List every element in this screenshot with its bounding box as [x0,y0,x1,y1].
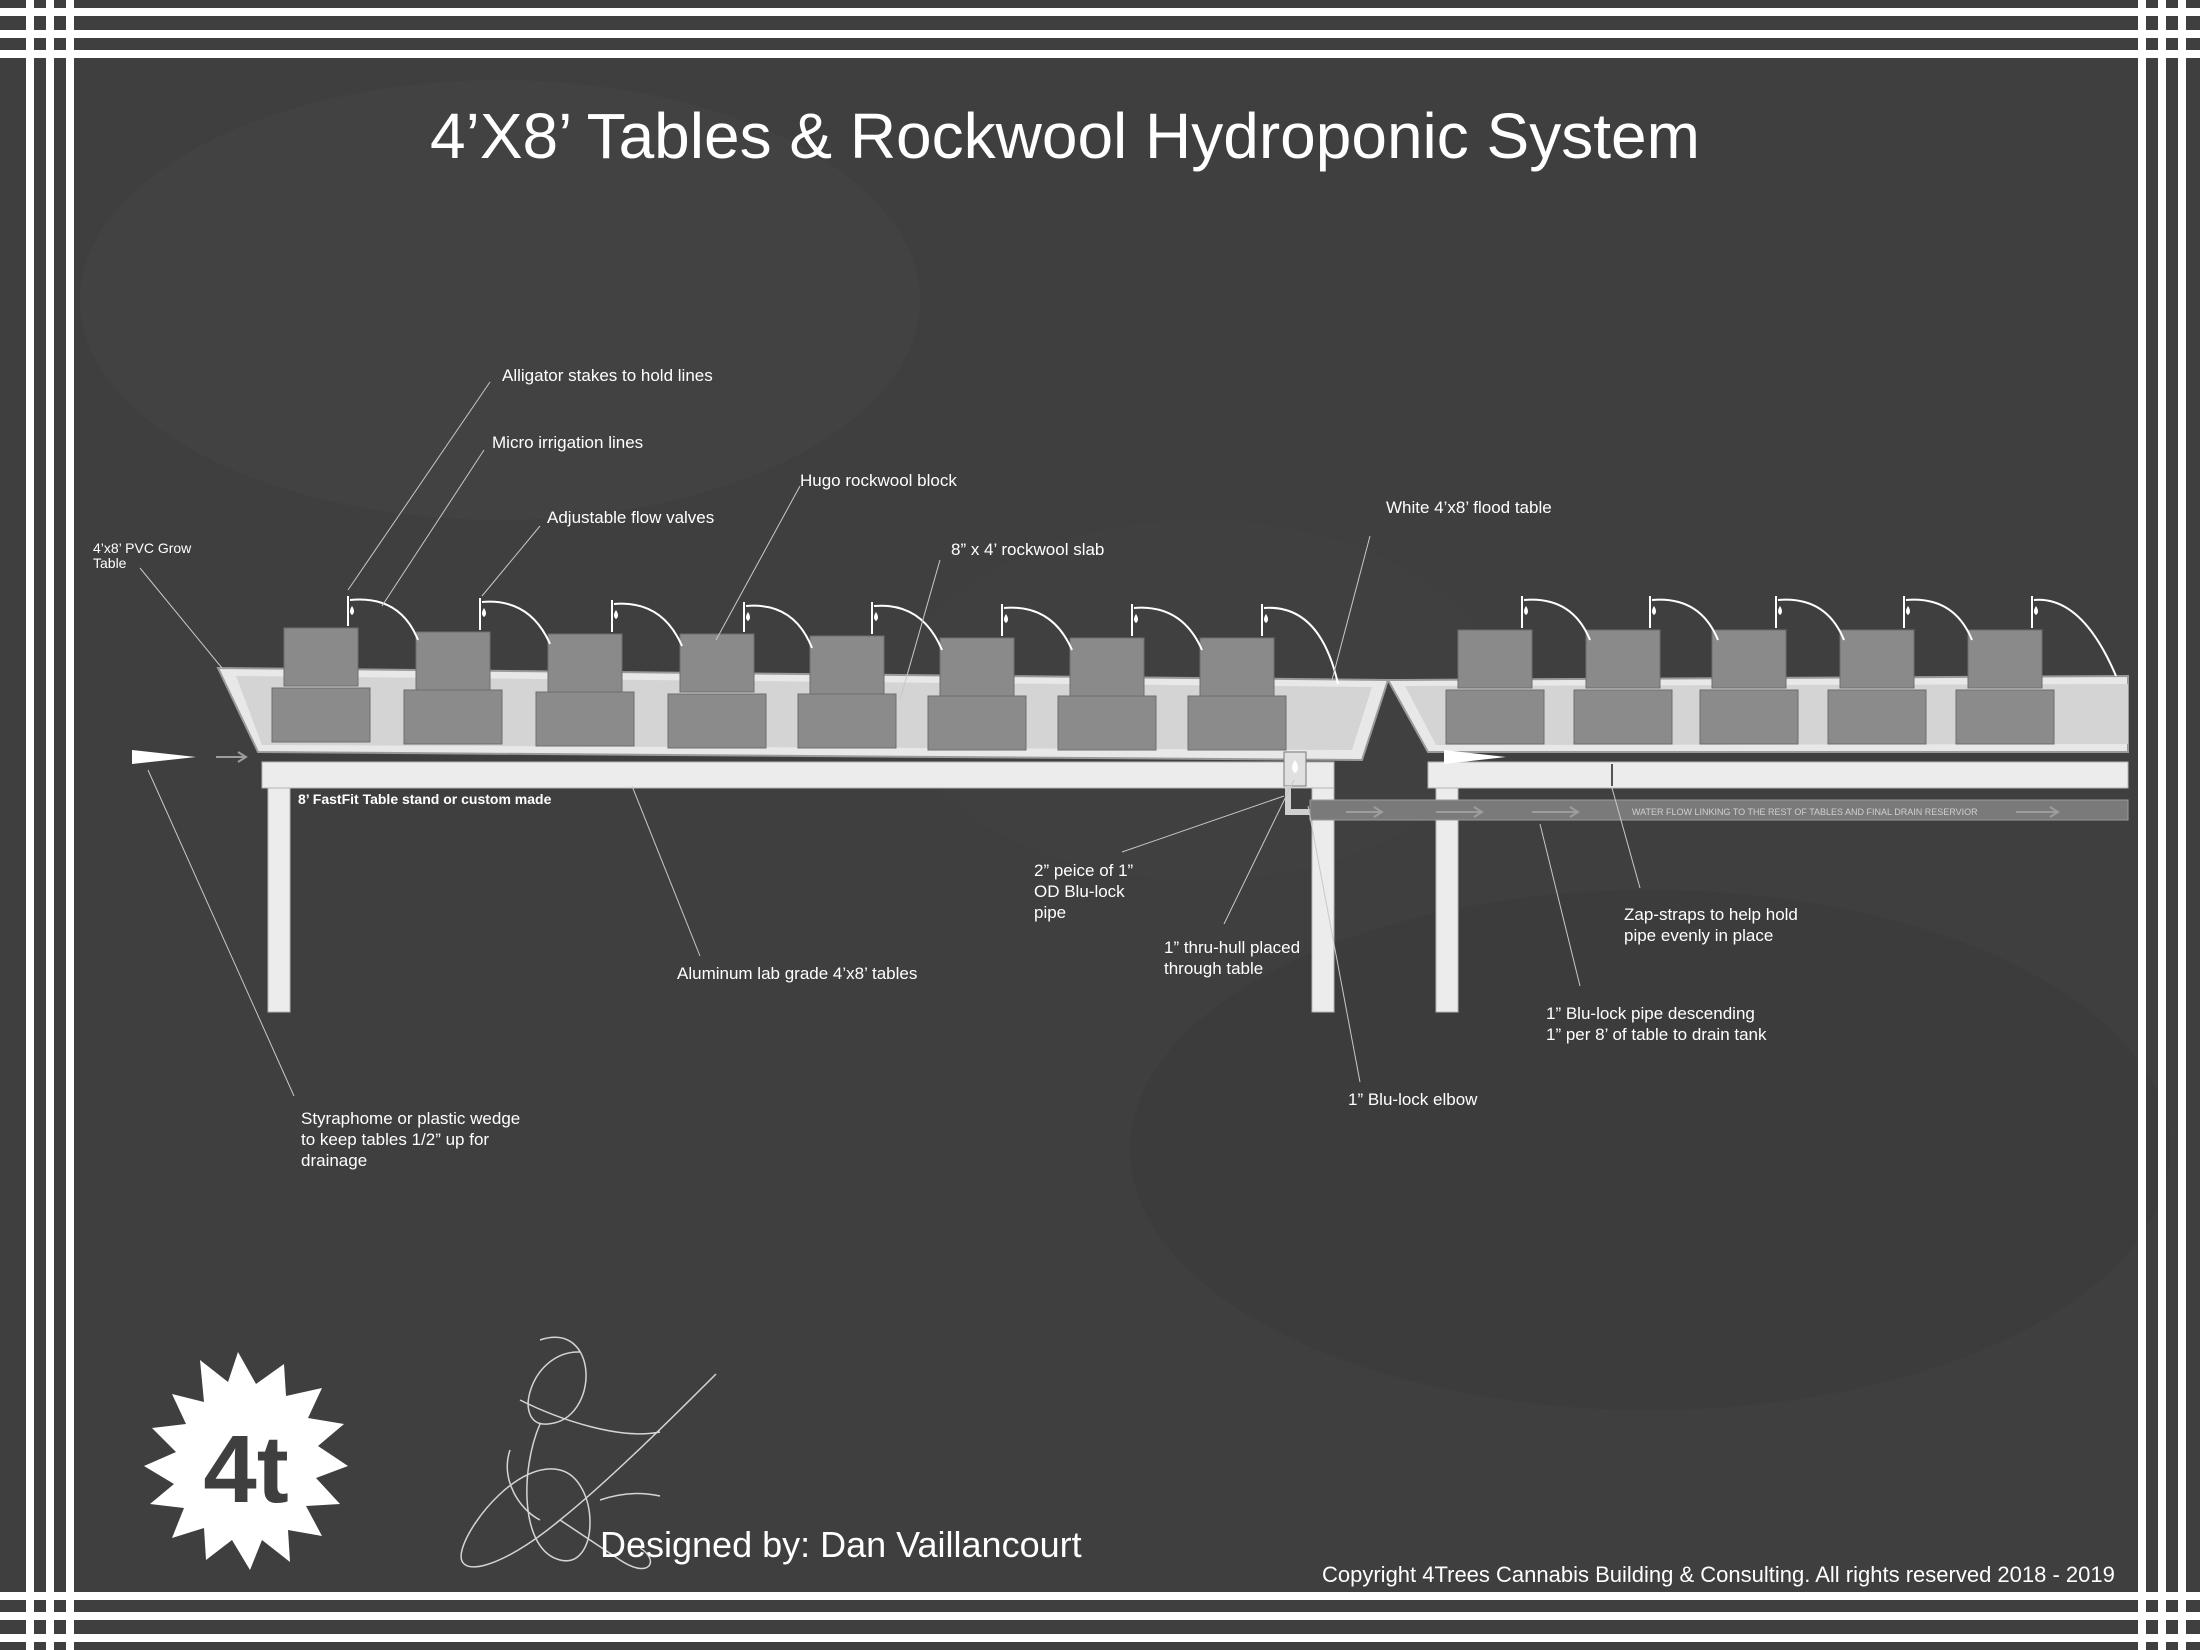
rockwool-slab [1573,689,1673,745]
label-thru-hull: 1” thru-hull placed [1164,938,1300,957]
label-hugo-block: Hugo rockwool block [800,471,957,490]
label-pipe-piece: pipe [1034,903,1066,922]
drip-emitter [1261,604,1339,685]
label-zap-straps: pipe evenly in place [1624,926,1773,945]
rockwool-slab [271,687,371,743]
wedge-arrow-icon [216,751,248,763]
table-leg [1435,787,1459,1013]
label-flow-valves: Adjustable flow valves [547,508,714,527]
label-pipe-piece: 2” peice of 1” [1034,861,1134,880]
label-pvc-table: 4’x8’ PVC Grow [93,540,192,556]
rockwool-block [1457,629,1533,689]
drip-emitter [871,602,943,651]
rockwool-block [809,635,885,695]
label-aluminum-tables: Aluminum lab grade 4’x8’ tables [677,964,917,983]
label-pipe-descending: 1” per 8’ of table to drain tank [1546,1025,1767,1044]
leader-lines [139,381,1641,1097]
drip-emitter [1131,604,1203,651]
table-stand-top [261,761,1335,789]
logo-text: 4t [203,1416,288,1523]
drip-emitter [611,600,683,647]
smudge [1130,890,2170,1410]
designer-credit: Designed by: Dan Vaillancourt [600,1524,1082,1565]
leaf-burst-icon [144,1352,348,1570]
rockwool-block [939,637,1015,697]
label-zap-straps: Zap-straps to help hold [1624,905,1798,924]
drip-emitter [1649,596,1719,641]
rockwool-slab [403,689,503,745]
rockwool-slab [1187,695,1287,751]
water-drop-icon [1292,760,1298,773]
label-flood-table: White 4’x8’ flood table [1386,498,1552,517]
drip-emitter [479,598,551,645]
elbow-fitting [1285,786,1314,815]
rockwool-block [1967,629,2043,689]
label-pvc-table: Table [93,555,127,571]
left-table [216,596,1390,1013]
rockwool-block [679,633,755,693]
drip-emitter [1521,596,1591,641]
label-table-stand: 8’ FastFit Table stand or custom made [298,791,552,807]
rockwool-slab [927,695,1027,751]
label-alligator-stakes: Alligator stakes to hold lines [502,366,713,385]
logo: 4t [144,1352,348,1570]
wedge [1444,750,1506,764]
rockwool-slab [1955,689,2055,745]
rockwool-slab [535,691,635,747]
label-pipe-descending: 1” Blu-lock pipe descending [1546,1004,1755,1023]
drip-emitter [1775,596,1845,641]
flow-arrows [1346,806,2060,818]
label-wedge: drainage [301,1151,367,1170]
label-wedge: Styraphome or plastic wedge [301,1109,520,1128]
rockwool-slab [1057,695,1157,751]
drip-emitter [2031,596,2117,677]
label-elbow: 1” Blu-lock elbow [1348,1090,1478,1109]
rockwool-block [415,631,491,691]
rockwool-block [283,627,359,687]
rockwool-block [1839,629,1915,689]
label-pipe-piece: OD Blu-lock [1034,882,1125,901]
rockwool-block [1585,629,1661,689]
rockwool-slab [1827,689,1927,745]
smudge [80,80,920,520]
drip-emitter [1001,604,1073,651]
rockwool-slab [1445,689,1545,745]
right-table [1386,596,2129,1013]
rockwool-slab [797,693,897,749]
page-title: 4’X8’ Tables & Rockwool Hydroponic Syste… [430,100,1700,172]
wedge [132,750,196,764]
copyright-notice: Copyright 4Trees Cannabis Building & Con… [1322,1562,2115,1587]
label-thru-hull: through table [1164,959,1263,978]
rockwool-block [1199,637,1275,697]
drip-emitter [743,602,813,649]
label-rockwool-slab: 8” x 4’ rockwool slab [951,540,1104,559]
rockwool-slab [1699,689,1799,745]
label-micro-irrigation: Micro irrigation lines [492,433,643,452]
signature [460,1336,717,1570]
rockwool-slab [667,693,767,749]
table-leg [267,787,291,1013]
rockwool-block [1069,637,1145,697]
drip-emitter [347,596,419,641]
label-wedge: to keep tables 1/2” up for [301,1130,489,1149]
flow-label: WATER FLOW LINKING TO THE REST OF TABLES… [1632,807,1978,817]
drain-pipe [1309,799,2129,821]
table-leg [1311,787,1335,1013]
table-stand-top [1427,761,2129,789]
callouts: Alligator stakes to hold lines Micro irr… [93,366,1798,1170]
rockwool-block [1711,629,1787,689]
rockwool-block [547,633,623,693]
drip-emitter [1903,596,1973,641]
